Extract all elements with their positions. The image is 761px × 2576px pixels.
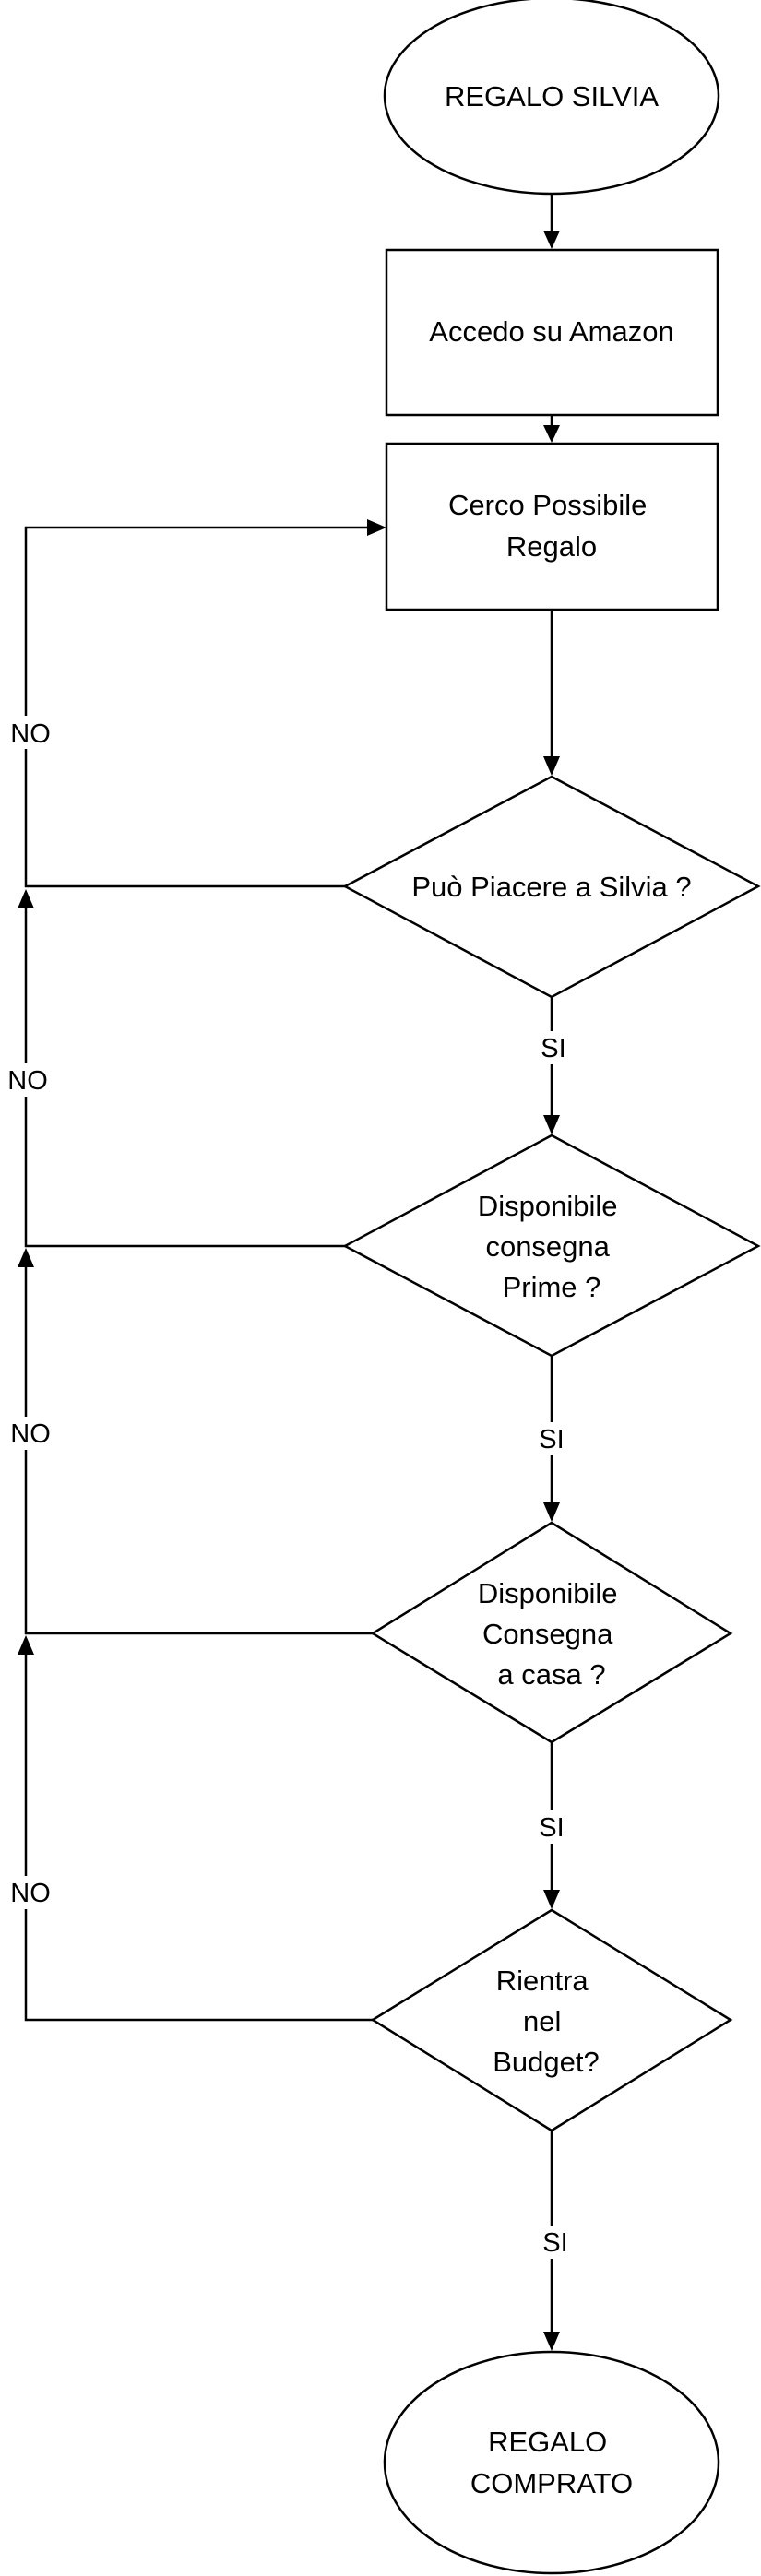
- node-search: Cerco Possibile Regalo: [385, 442, 719, 611]
- arrowhead-like: [543, 756, 560, 776]
- edge-budget-no: [24, 1653, 373, 2022]
- node-question-prime: Disponibile consegna Prime ?: [342, 1134, 761, 1358]
- arrowhead-home-no: [18, 1248, 34, 1267]
- edge-label-no-like: NO: [10, 719, 51, 749]
- edge-label-no-budget: NO: [10, 1879, 51, 1908]
- edge-prime-no: [24, 907, 345, 1248]
- edge-label-si-budget: SI: [542, 2228, 567, 2258]
- question-prime-diamond: [342, 1134, 761, 1358]
- node-start: REGALO SILVIA: [383, 0, 720, 196]
- arrowhead-prime: [543, 1115, 560, 1134]
- access-label: Accedo su Amazon: [429, 315, 673, 348]
- search-box: [385, 442, 719, 611]
- question-home-diamond: [370, 1521, 733, 1744]
- access-box: [385, 248, 719, 417]
- edge-label-no-home: NO: [10, 1419, 51, 1449]
- edge-home-no: [24, 1265, 373, 1635]
- arrowhead-budget: [543, 1890, 560, 1909]
- question-prime-label: Disponibile consegna Prime ?: [478, 1190, 625, 1303]
- arrowhead-prime-no: [18, 889, 34, 908]
- question-like-label: Può Piacere a Silvia ?: [411, 871, 691, 903]
- edge-labels: NO NO NO NO SI SI SI SI: [2, 716, 568, 2259]
- node-end: REGALO COMPRATO: [383, 2350, 720, 2575]
- node-question-home: Disponibile Consegna a casa ?: [370, 1521, 733, 1744]
- arrowhead-end: [543, 2332, 560, 2351]
- edge-label-si-prime: SI: [539, 1425, 564, 1454]
- end-ellipse: [383, 2350, 720, 2575]
- question-budget-diamond: [370, 1908, 733, 2132]
- arrowhead-search-loop: [367, 519, 386, 536]
- edge-label-si-like: SI: [541, 1034, 565, 1063]
- search-label: Cerco Possibile Regalo: [448, 489, 655, 563]
- node-question-budget: Rientra nel Budget?: [370, 1908, 733, 2132]
- node-question-like: Può Piacere a Silvia ?: [342, 775, 761, 999]
- question-budget-label: Rientra nel Budget?: [493, 1965, 600, 2078]
- node-access: Accedo su Amazon: [385, 248, 719, 417]
- question-like-diamond: [342, 775, 761, 999]
- arrowhead-home: [543, 1502, 560, 1522]
- arrowhead-budget-no: [18, 1635, 34, 1655]
- arrowhead-access: [543, 231, 560, 249]
- edge-like-no-to-search: [24, 526, 369, 888]
- arrowhead-search: [543, 425, 560, 443]
- edge-label-no-prime: NO: [7, 1066, 48, 1096]
- question-home-label: Disponibile Consegna a casa ?: [478, 1577, 625, 1691]
- edge-label-si-home: SI: [539, 1813, 564, 1843]
- end-label: REGALO COMPRATO: [470, 2426, 633, 2499]
- start-label: REGALO SILVIA: [445, 80, 659, 113]
- start-ellipse: [383, 0, 720, 196]
